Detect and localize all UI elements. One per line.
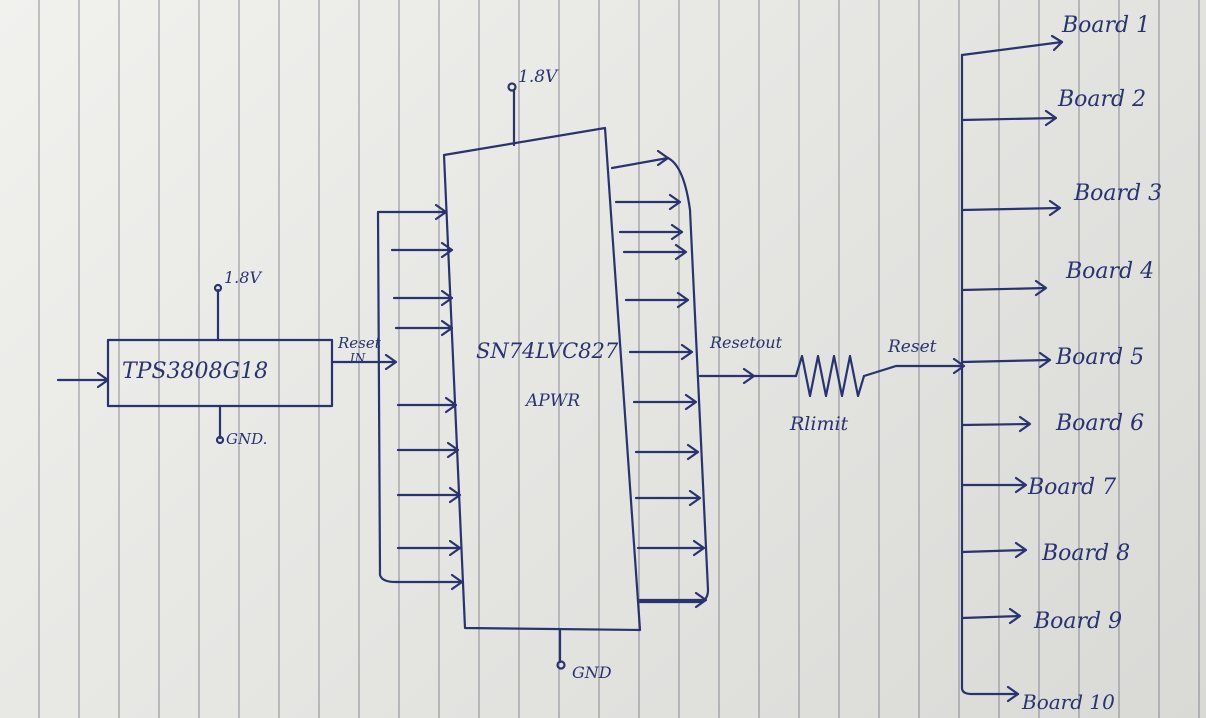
output-arrow [614, 193, 682, 211]
supervisor-label: TPS3808G18 [122, 359, 268, 384]
reset-in-arrow [330, 353, 398, 371]
board-labels: Board 1 Board 2 Board 3 Board 4 Board 5 … [1021, 13, 1162, 714]
reset-out-wire [698, 367, 798, 385]
board-branch [960, 476, 1028, 494]
board-branch [960, 351, 1052, 369]
buffer-gnd-label: GND [572, 663, 612, 682]
board-label-10: Board 10 [1021, 690, 1115, 714]
board-label-3: Board 3 [1073, 181, 1162, 206]
buffer-gnd-node [556, 660, 566, 670]
supervisor-ic: TPS3808G18 1.8V GND. Reset IN [56, 268, 398, 448]
input-arrow [396, 486, 462, 504]
supervisor-input-arrow [56, 371, 110, 389]
input-arrow [394, 573, 464, 591]
board-branch [960, 541, 1028, 559]
output-bus-line [610, 156, 710, 604]
input-arrow [396, 396, 458, 414]
buffer-output-bus [610, 149, 710, 609]
buffer-vcc-label: 1.8V [518, 67, 559, 87]
output-arrow [624, 291, 690, 309]
output-arrow [632, 393, 698, 411]
supervisor-vcc-node [213, 283, 223, 293]
board-label-1: Board 1 [1061, 13, 1150, 38]
buffer-vcc-node [507, 82, 517, 92]
reset-label: Reset [887, 337, 937, 357]
input-bus-line [376, 210, 448, 584]
board-label-4: Board 4 [1065, 259, 1154, 284]
input-arrow [394, 319, 454, 337]
buffer-sublabel: APWR [524, 391, 580, 411]
board-branch [960, 40, 1064, 57]
board-branch [960, 279, 1048, 297]
buffer-body [442, 126, 642, 632]
buffer-label: SN74LVC827 [476, 339, 619, 363]
reset-in-label-top: Reset [337, 334, 382, 352]
board-label-2: Board 2 [1057, 87, 1146, 112]
supervisor-vcc-label: 1.8V [224, 268, 262, 287]
board-branch-arrowhead [1050, 34, 1064, 52]
board-branch [960, 607, 1022, 625]
reset-wire [862, 357, 966, 378]
input-arrow [392, 289, 454, 307]
board-branch [960, 199, 1062, 217]
reset-out-path: Resetout Rlimit Reset [698, 333, 966, 435]
output-arrow [634, 489, 702, 507]
output-arrow [638, 591, 708, 609]
board-label-8: Board 8 [1041, 541, 1130, 566]
board-branch [960, 415, 1032, 433]
input-arrow [396, 539, 462, 557]
board-label-6: Board 6 [1055, 411, 1144, 436]
board-branch-arrowhead [1006, 685, 1020, 703]
input-arrow [396, 441, 460, 459]
reset-in-label-bottom: IN [349, 351, 366, 365]
board-branch [960, 109, 1058, 127]
output-arrow [636, 539, 706, 557]
board-label-9: Board 9 [1033, 609, 1122, 634]
output-arrow [622, 243, 688, 261]
output-arrow [628, 343, 694, 361]
board-bus [960, 34, 1064, 703]
resistor-label: Rlimit [789, 413, 849, 435]
resistor-symbol [794, 354, 866, 398]
reset-out-label: Resetout [709, 333, 783, 352]
output-arrow [618, 223, 684, 241]
output-arrow [634, 443, 700, 461]
supervisor-gnd-label: GND. [226, 430, 267, 448]
board-label-7: Board 7 [1027, 475, 1116, 500]
board-label-5: Board 5 [1055, 345, 1144, 370]
input-arrow [390, 241, 454, 259]
output-arrowhead [656, 149, 670, 167]
supervisor-gnd-node [215, 435, 225, 445]
buffer-ic: SN74LVC827 APWR 1.8V GND [442, 67, 642, 682]
board-bus-line [960, 53, 1020, 696]
